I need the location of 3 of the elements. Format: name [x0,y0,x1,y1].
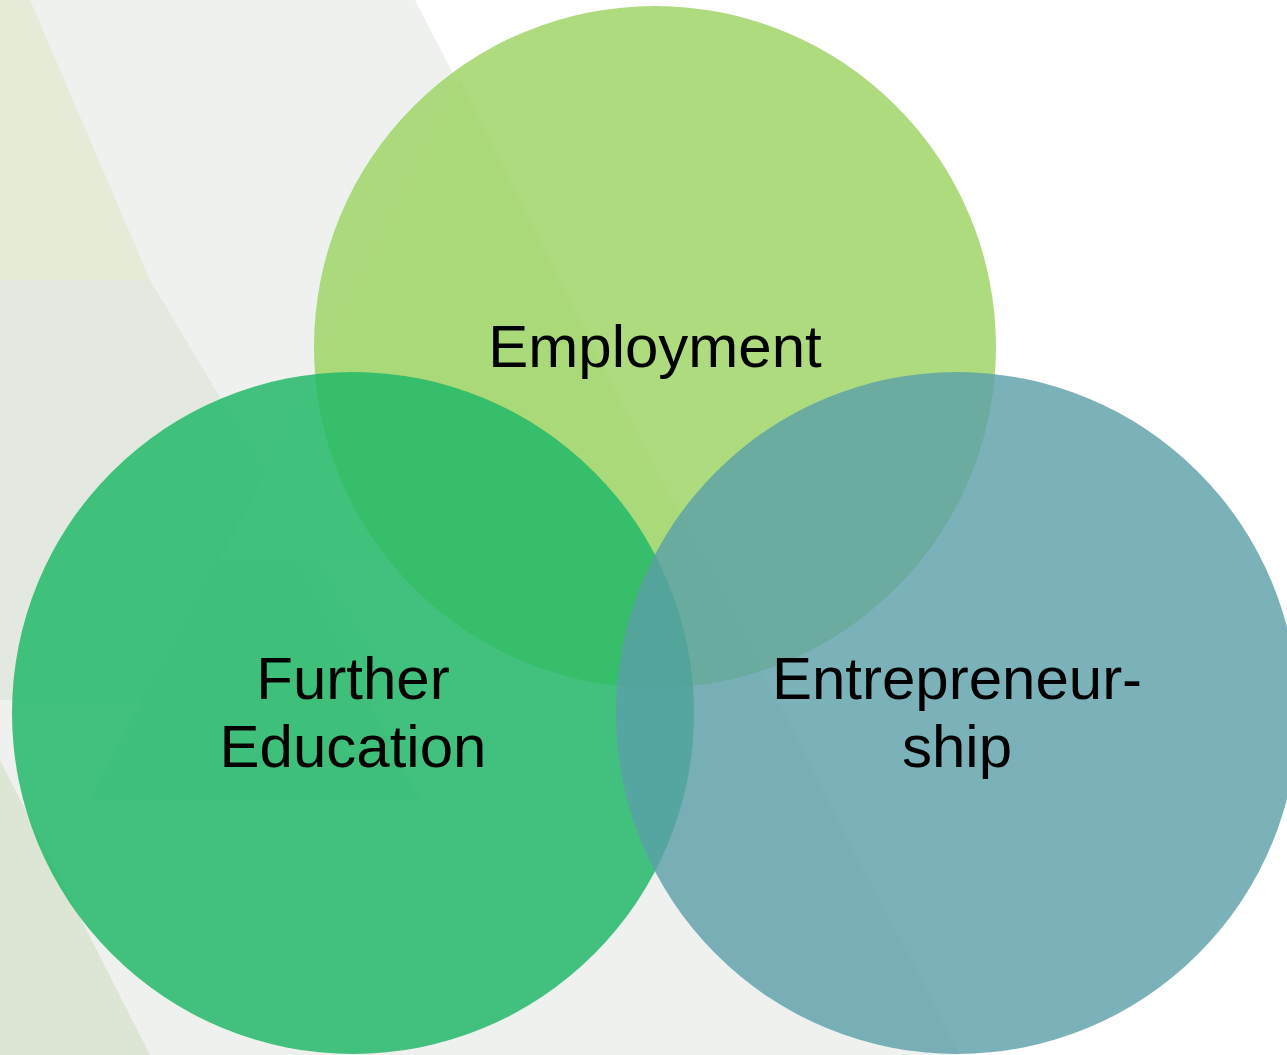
circle-label: Employment [488,313,822,381]
circle-label: Entrepreneur- ship [770,645,1144,781]
circle-label: Further Education [218,645,488,781]
